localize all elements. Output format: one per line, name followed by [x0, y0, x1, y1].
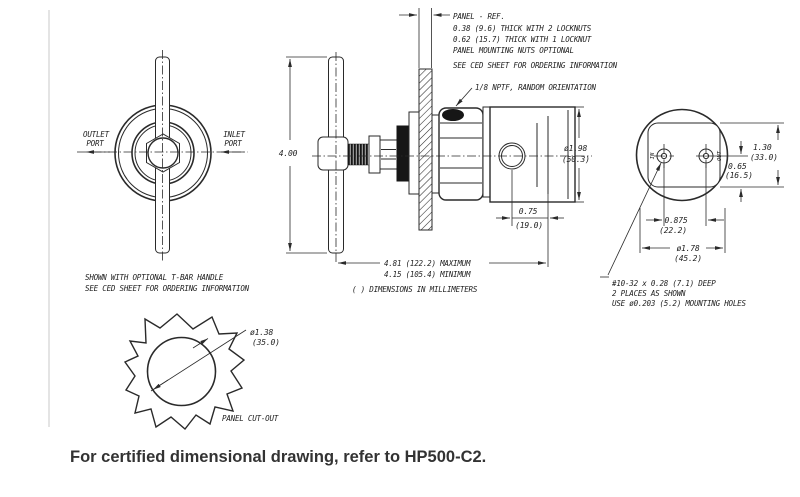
bolt-circle-dimension: ø1.78 (45.2)	[639, 208, 726, 263]
hole-spacing-dim: 0.875	[664, 216, 687, 225]
nptf-note: 1/8 NPTF, RANDOM ORIENTATION	[475, 83, 597, 92]
port-offset-dim: 0.75	[519, 207, 538, 216]
outlet-port-label-2: PORT	[86, 139, 104, 148]
mounting-note-line-1: #10-32 x 0.28 (7.1) DEEP	[611, 279, 716, 288]
front-view-drawing: OUTLET PORT INLET PORT SHOWN WITH OPTION…	[77, 50, 250, 293]
caption: For certified dimensional drawing, refer…	[70, 448, 487, 466]
outlet-port-label: OUTLET	[83, 130, 110, 139]
rear-panel-washer	[431, 114, 440, 194]
body-diameter-dim-mm: (50.3)	[562, 155, 590, 164]
port-offset-dimension: 0.75 (19.0)	[496, 170, 564, 267]
panel-note-line-5: SEE CED SHEET FOR ORDERING INFORMATION	[453, 61, 618, 70]
min-length-dim: 4.15 (105.4) MINIMUM	[384, 270, 471, 279]
handle-length-dimension: 4.00	[279, 56, 327, 254]
height-dim: 1.30	[753, 143, 772, 152]
handle-note-line-1: SHOWN WITH OPTIONAL T-BAR HANDLE	[85, 273, 224, 282]
port-offset-dim-mm: (19.0)	[515, 221, 543, 230]
inlet-port-label: INLET	[223, 130, 245, 139]
mounting-note-line-2: 2 PLACES AS SHOWN	[612, 289, 686, 298]
mounting-holes-callout: #10-32 x 0.28 (7.1) DEEP 2 PLACES AS SHO…	[600, 162, 747, 308]
panel-note-line-4: PANEL MOUNTING NUTS OPTIONAL	[453, 46, 574, 55]
height-dim-mm: (33.0)	[750, 153, 778, 162]
cutout-hole	[146, 336, 217, 407]
half-height-dim: 0.65	[728, 162, 747, 171]
front-panel-washer	[408, 111, 420, 195]
panel-locknut	[438, 107, 484, 201]
max-length-dim: 4.81 (122.2) MAXIMUM	[384, 259, 471, 268]
half-height-dimension: 0.65 (16.5)	[707, 141, 753, 202]
panel-note-line-2: 0.38 (9.6) THICK WITH 2 LOCKNUTS	[453, 24, 592, 33]
bolt-circle-dim: ø1.78	[676, 244, 699, 253]
handle-length-dim: 4.00	[279, 149, 298, 158]
height-dimension: 1.30 (33.0)	[720, 122, 784, 188]
mounting-panel	[418, 68, 433, 231]
dimensional-drawing: OUTLET PORT INLET PORT SHOWN WITH OPTION…	[48, 8, 784, 431]
body-diameter-dimension: ø1.98 (50.3)	[562, 106, 590, 203]
side-view-drawing: 4.00 PANEL - R	[279, 8, 618, 294]
stem-collar	[368, 135, 381, 174]
cutout-label: PANEL CUT-OUT	[222, 414, 279, 423]
mounting-note-line-3: USE ø0.203 (5.2) MOUNTING HOLES	[612, 299, 746, 308]
nptf-port	[442, 109, 464, 121]
body-outline-rear	[647, 122, 721, 188]
rear-view-drawing: IN OUT 1.30 (33.0) 0.65 (16.5) 0.875 (22	[600, 108, 784, 308]
handle-hub	[317, 136, 349, 171]
bolt-circle-dim-mm: (45.2)	[674, 254, 702, 263]
valve-body	[489, 106, 576, 203]
body-diameter-dim: ø1.98	[564, 144, 587, 153]
nptf-callout: 1/8 NPTF, RANDOM ORIENTATION	[455, 83, 597, 107]
cutout-diameter-dim-mm: (35.0)	[252, 338, 280, 347]
mm-note: ( ) DIMENSIONS IN MILLIMETERS	[352, 285, 478, 294]
handle-note-line-2: SEE CED SHEET FOR ORDERING INFORMATION	[85, 284, 250, 293]
hole-spacing-dimension: 0.875 (22.2)	[646, 164, 724, 235]
in-label: IN	[650, 152, 656, 159]
inlet-port-label-2: PORT	[224, 139, 242, 148]
panel-thickness-callout: PANEL - REF. 0.38 (9.6) THICK WITH 2 LOC…	[399, 8, 618, 70]
stem-locknut	[379, 139, 398, 170]
threaded-stem	[347, 143, 371, 166]
panel-note-line-3: 0.62 (15.7) THICK WITH 1 LOCKNUT	[453, 35, 592, 44]
cutout-diameter-dim: ø1.38	[250, 328, 273, 337]
torn-panel-outline	[123, 313, 246, 431]
half-height-dim-mm: (16.5)	[725, 171, 753, 180]
body-neck	[482, 106, 491, 198]
hole-spacing-dim-mm: (22.2)	[659, 226, 687, 235]
panel-note-line-1: PANEL - REF.	[453, 12, 505, 21]
panel-cutout-drawing: ø1.38 (35.0) PANEL CUT-OUT	[123, 313, 280, 431]
overall-length-dimension: 4.81 (122.2) MAXIMUM 4.15 (105.4) MINIMU…	[338, 259, 546, 294]
